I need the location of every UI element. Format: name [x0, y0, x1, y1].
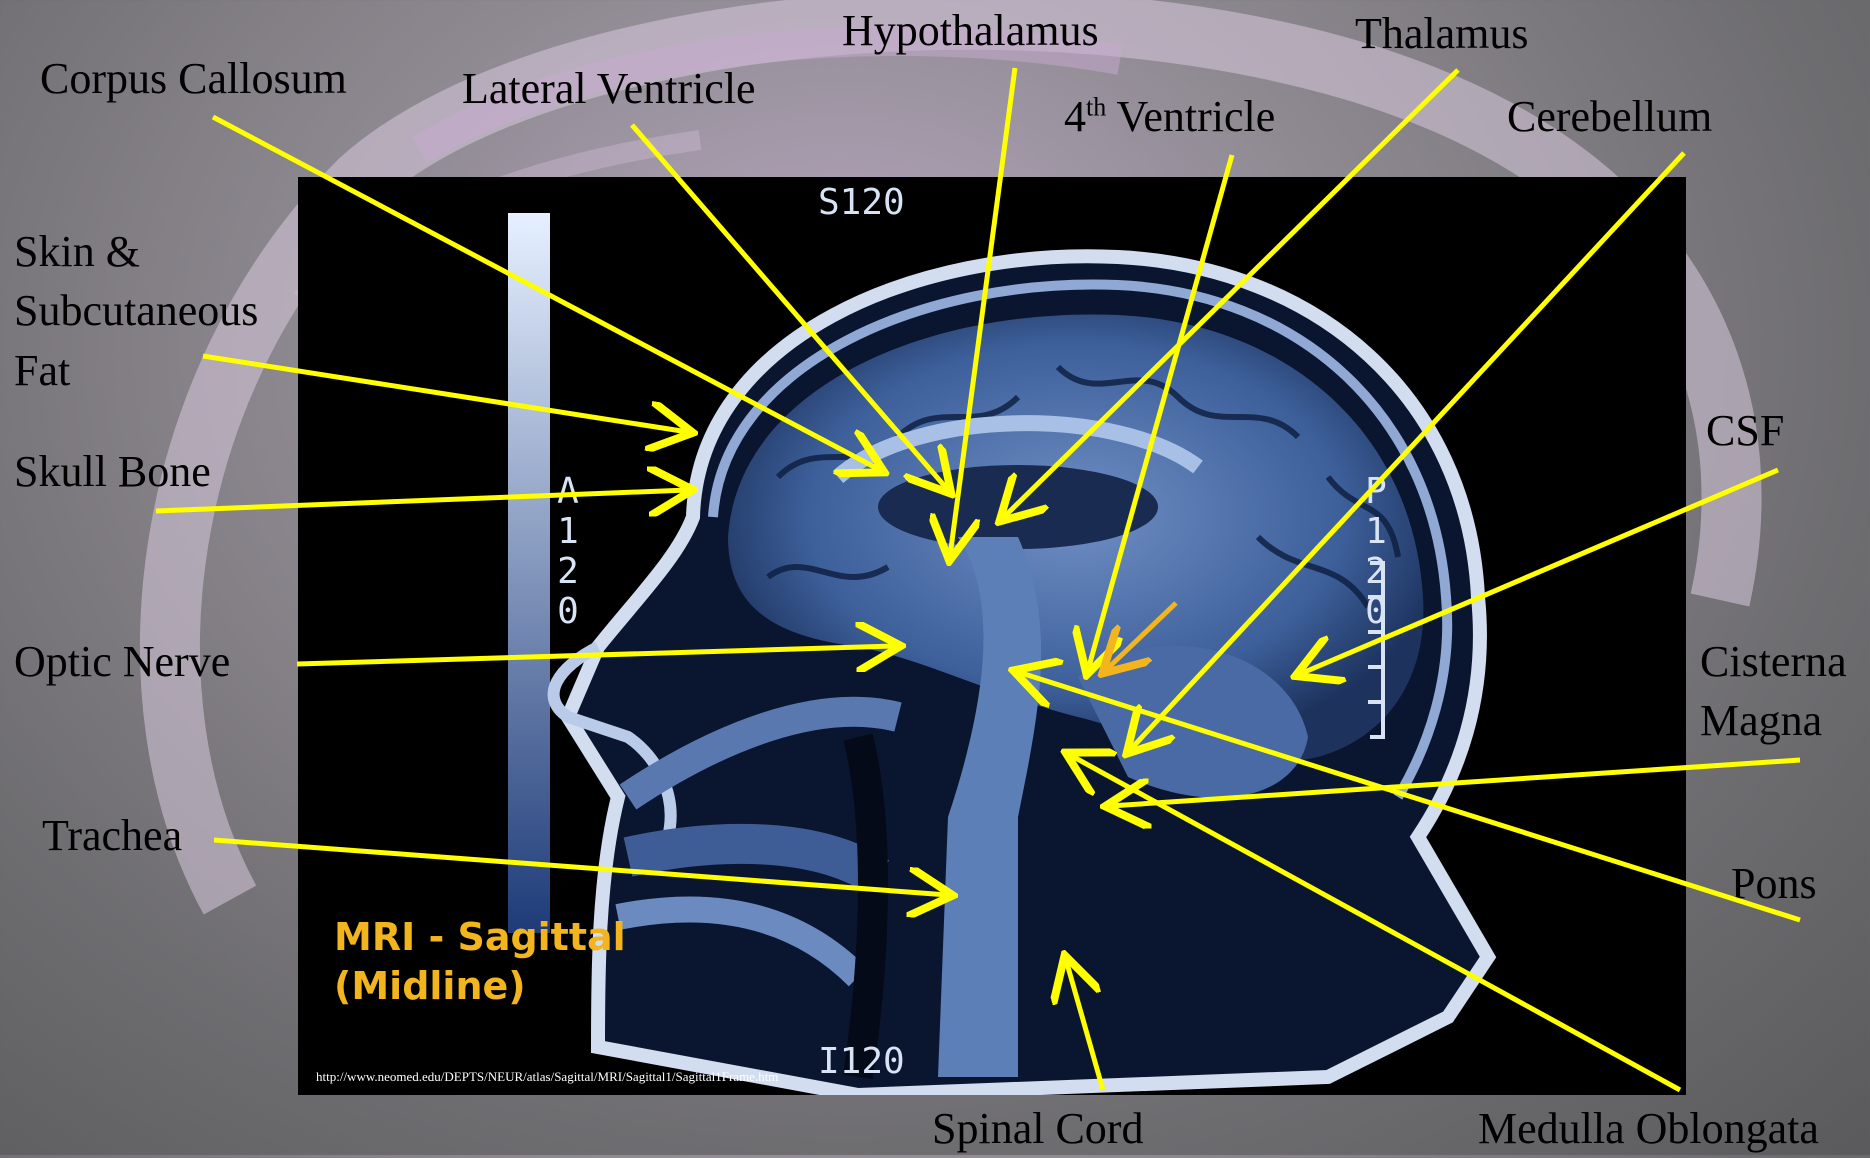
marker-posterior: P120 — [1358, 472, 1394, 632]
mri-title: MRI - Sagittal (Midline) — [334, 913, 626, 1012]
label-cerebellum: Cerebellum — [1507, 87, 1712, 146]
mri-title-line1: MRI - Sagittal — [334, 913, 626, 962]
label-cisterna-magna: Cisterna Magna — [1700, 632, 1847, 751]
skin-fat-line3: Fat — [14, 341, 258, 400]
label-trachea: Trachea — [42, 806, 182, 865]
grayscale-bar — [508, 213, 550, 933]
label-skull-bone: Skull Bone — [14, 442, 211, 501]
fourth-ventricle-number: 4 — [1064, 92, 1086, 141]
marker-anterior: A120 — [550, 472, 586, 632]
label-fourth-ventricle: 4th Ventricle — [1064, 87, 1275, 146]
marker-inferior: I120 — [818, 1041, 905, 1082]
source-url: http://www.neomed.edu/DEPTS/NEUR/atlas/S… — [316, 1069, 778, 1085]
cisterna-magna-line2: Magna — [1700, 691, 1847, 750]
label-spinal-cord: Spinal Cord — [932, 1099, 1143, 1158]
label-medulla-oblongata: Medulla Oblongata — [1478, 1099, 1819, 1158]
cisterna-magna-line1: Cisterna — [1700, 632, 1847, 691]
fourth-ventricle-text: Ventricle — [1106, 92, 1275, 141]
skin-fat-line2: Subcutaneous — [14, 281, 258, 340]
label-hypothalamus: Hypothalamus — [842, 1, 1099, 60]
fourth-ventricle-ordinal: th — [1086, 92, 1106, 121]
label-pons: Pons — [1731, 854, 1817, 913]
mri-image-panel: S120 I120 A120 P120 MRI - Sagittal (Midl… — [298, 177, 1686, 1095]
label-thalamus: Thalamus — [1355, 4, 1529, 63]
label-corpus-callosum: Corpus Callosum — [40, 49, 347, 108]
skin-fat-line1: Skin & — [14, 222, 258, 281]
label-optic-nerve: Optic Nerve — [14, 632, 230, 691]
mri-title-line2: (Midline) — [334, 962, 626, 1011]
label-skin-fat: Skin & Subcutaneous Fat — [14, 222, 258, 400]
label-lateral-ventricle: Lateral Ventricle — [462, 59, 756, 118]
marker-superior: S120 — [818, 182, 905, 223]
label-csf: CSF — [1706, 401, 1784, 460]
